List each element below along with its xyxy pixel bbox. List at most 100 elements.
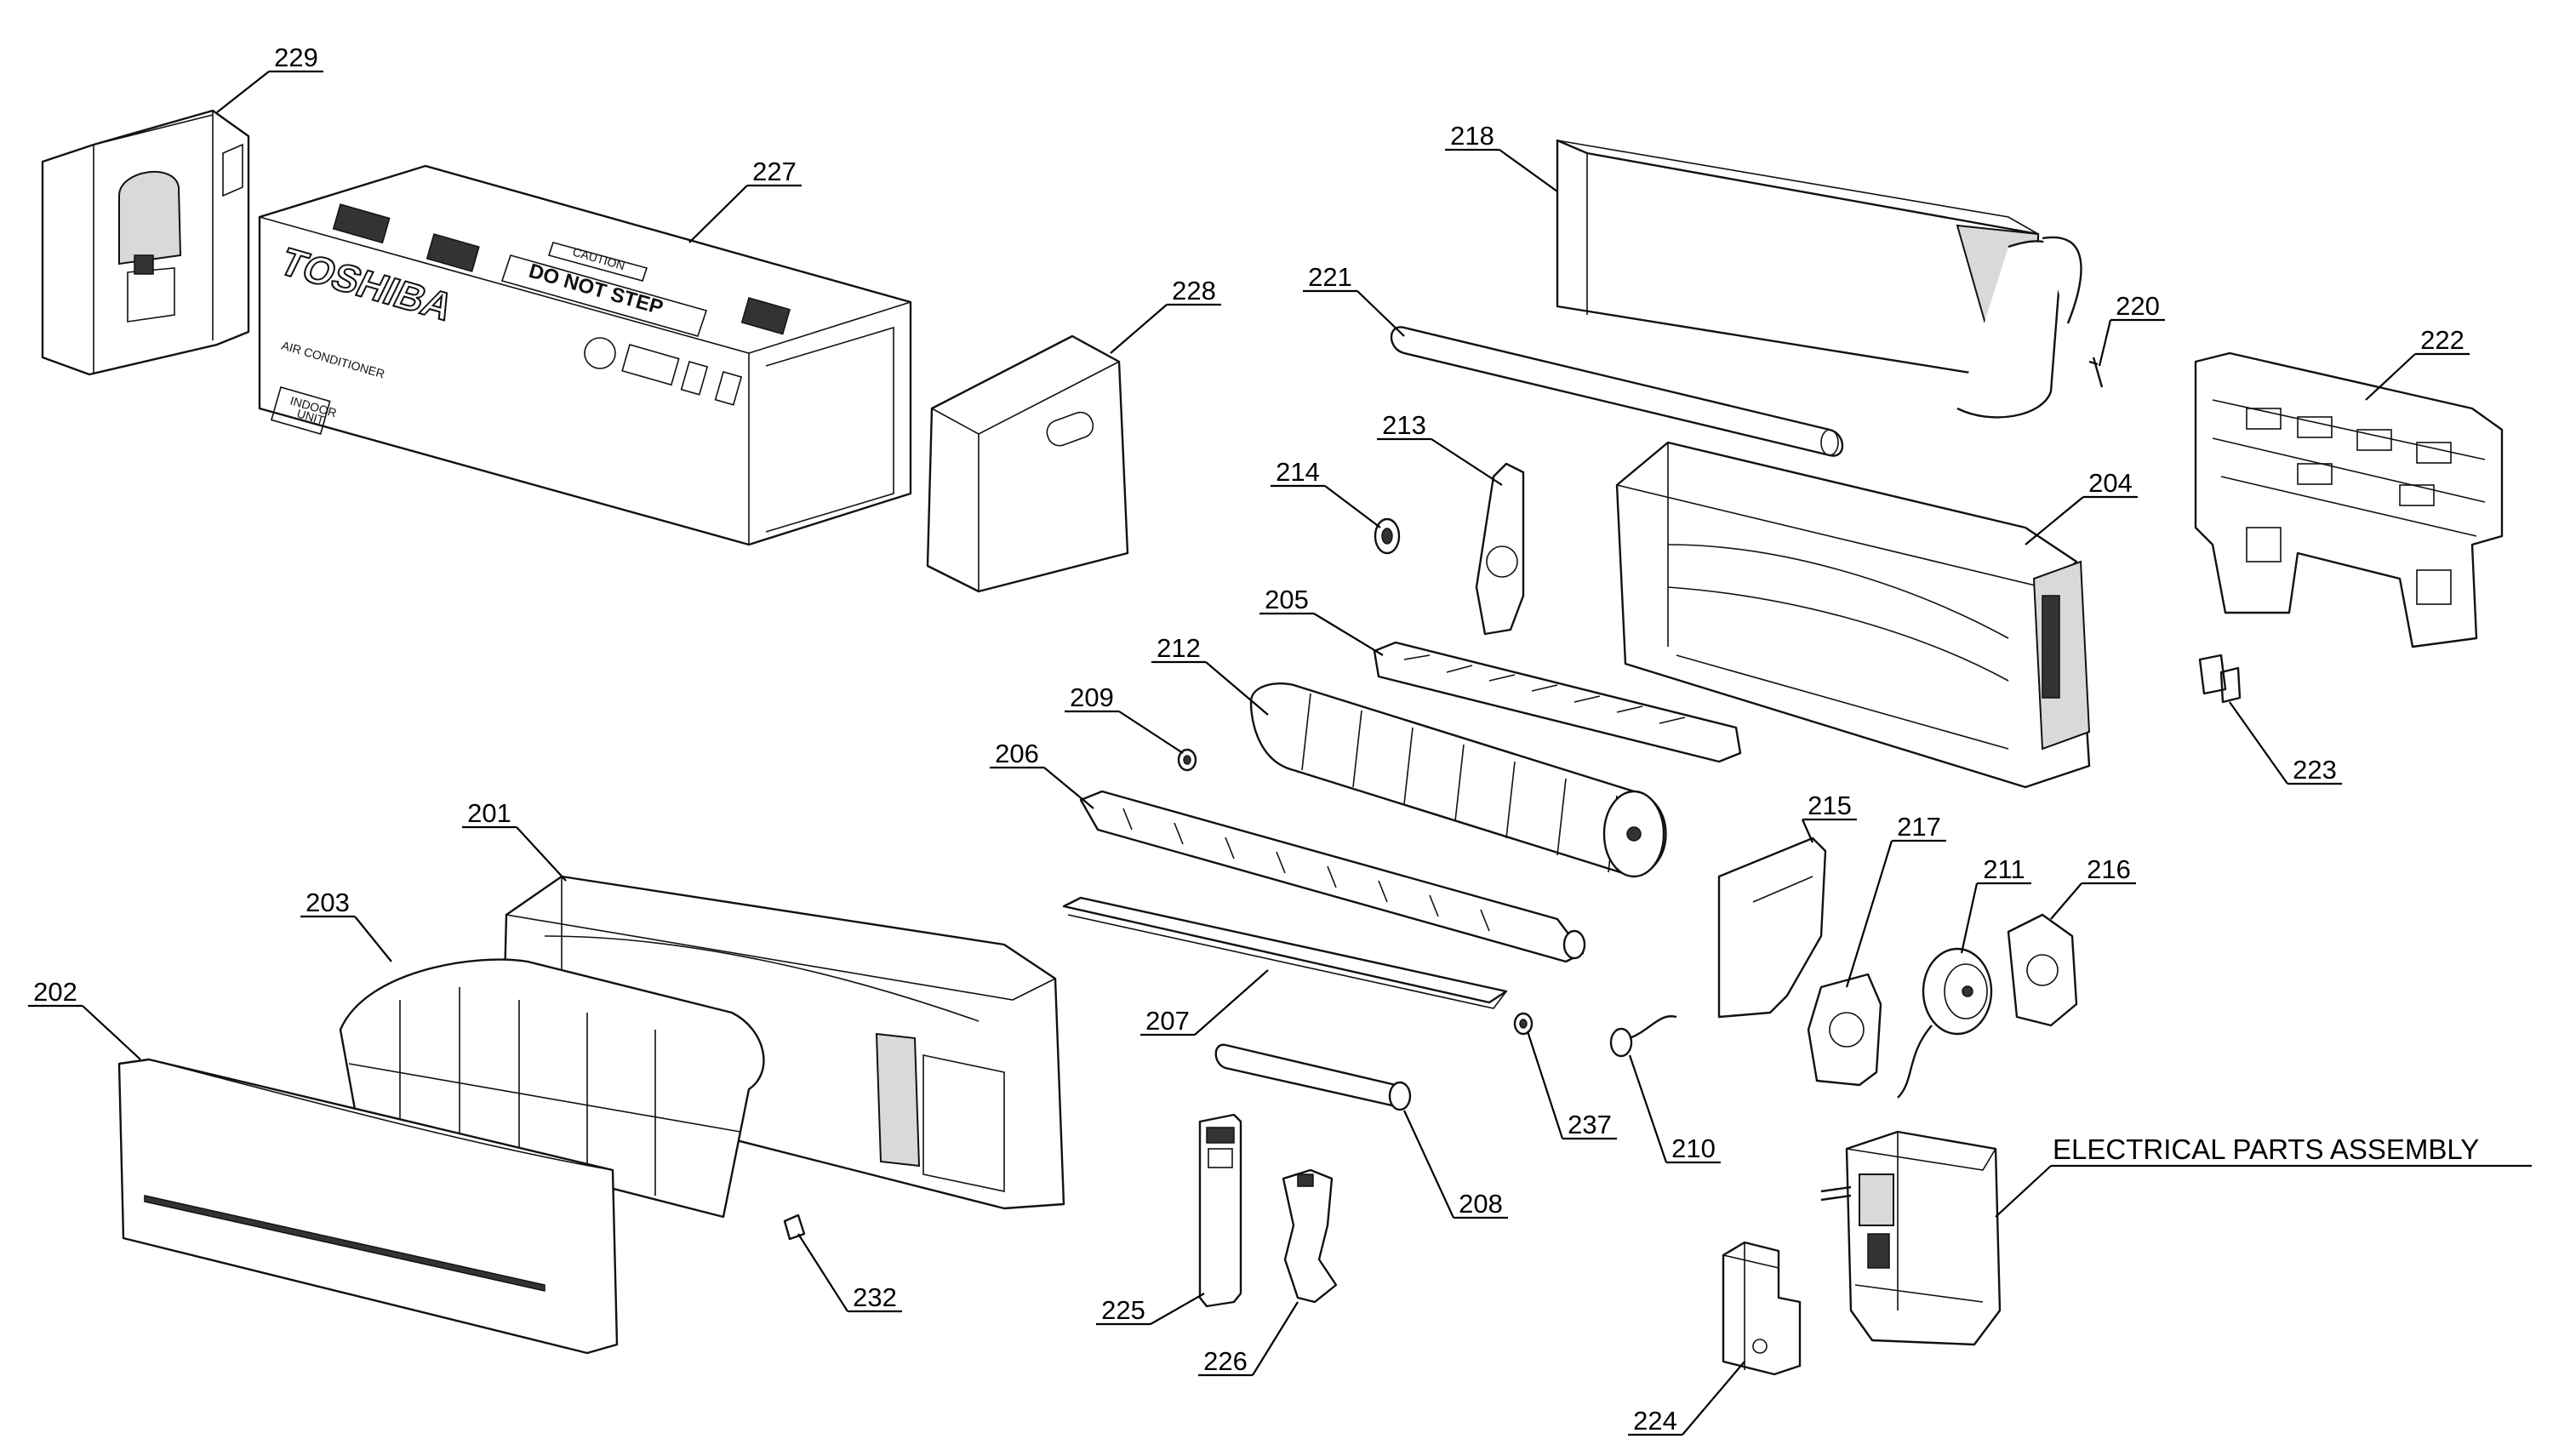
part-number-229: 229	[274, 43, 318, 72]
leader-line	[2098, 319, 2112, 367]
part-number-224: 224	[1633, 1406, 1677, 1436]
leader-line	[1110, 304, 1168, 354]
leader-line	[1628, 1054, 1668, 1163]
callout-210: 210	[1628, 1054, 1721, 1164]
leader-line	[688, 185, 748, 243]
callout-225: 225	[1096, 1293, 1205, 1326]
part-203-air-filter	[339, 958, 765, 1219]
assembly-callout: ELECTRICAL PARTS ASSEMBLY	[1995, 1133, 2532, 1218]
part-number-204: 204	[2088, 468, 2133, 498]
part-number-212: 212	[1157, 633, 1201, 663]
part-226-remote-holder	[1282, 1168, 1338, 1304]
part-206-louver-frame	[1079, 790, 1586, 963]
leader-line	[354, 916, 392, 962]
part-237-holder	[1513, 1012, 1534, 1036]
leader-line	[1356, 290, 1405, 337]
part-number-228: 228	[1172, 276, 1216, 305]
part-number-237: 237	[1568, 1110, 1612, 1139]
part-228-right-end-cap	[926, 334, 1129, 593]
part-221-drain-hose	[1390, 326, 1844, 457]
callout-229: 229	[216, 43, 323, 113]
part-220-pin	[2088, 357, 2104, 388]
part-number-208: 208	[1459, 1189, 1503, 1219]
part-209-screw	[1177, 748, 1197, 772]
callout-221: 221	[1303, 262, 1405, 337]
part-215-cover	[1717, 836, 1827, 1019]
callout-214: 214	[1271, 457, 1381, 528]
electrical-parts-assembly	[1820, 1130, 2002, 1346]
part-number-209: 209	[1070, 682, 1114, 712]
leader-line	[2025, 496, 2084, 545]
part-number-205: 205	[1265, 585, 1309, 614]
part-227-carton-sleeve: TOSHIBA AIR CONDITIONER INDOOR UNIT DO N…	[258, 164, 912, 546]
callout-220: 220	[2098, 291, 2165, 367]
part-number-222: 222	[2420, 325, 2464, 355]
part-number-220: 220	[2116, 291, 2160, 321]
part-212-cross-flow-fan	[1249, 682, 1667, 878]
part-232-clip	[783, 1213, 806, 1241]
leader-line	[1682, 1361, 1745, 1436]
leader-line	[216, 71, 270, 113]
part-number-225: 225	[1101, 1295, 1145, 1325]
leader-line	[1313, 613, 1384, 656]
callout-237: 237	[1526, 1031, 1617, 1140]
part-205-drain-pan	[1373, 641, 1742, 763]
part-218-heat-exchanger	[1556, 139, 2082, 419]
leader-line	[1205, 661, 1269, 716]
leader-line	[1801, 819, 1814, 843]
part-222-mounting-plate	[2194, 351, 2504, 648]
callout-206: 206	[990, 739, 1094, 809]
callout-227: 227	[688, 157, 802, 243]
leader-line	[2365, 353, 2416, 401]
callout-232: 232	[797, 1233, 902, 1313]
leader-line	[1499, 149, 1558, 192]
callout-202: 202	[28, 977, 141, 1060]
part-217-motor-bracket	[1807, 973, 1882, 1087]
leader-line	[1960, 882, 1979, 954]
part-224-terminal-cover	[1722, 1241, 1802, 1376]
part-number-215: 215	[1808, 791, 1852, 820]
part-number-210: 210	[1671, 1133, 1716, 1163]
callout-204: 204	[2025, 468, 2138, 545]
part-number-218: 218	[1450, 121, 1494, 151]
assembly-label: ELECTRICAL PARTS ASSEMBLY	[2053, 1133, 2479, 1165]
part-216-motor-holder	[2007, 913, 2078, 1027]
part-207-flap	[1062, 896, 1508, 1009]
leader-line	[82, 1005, 141, 1060]
part-number-207: 207	[1145, 1006, 1190, 1036]
callout-216: 216	[2050, 854, 2136, 920]
callout-211: 211	[1960, 854, 2031, 954]
assembly-leader	[1995, 1165, 2052, 1218]
part-number-203: 203	[306, 888, 350, 917]
callout-209: 209	[1065, 682, 1184, 754]
callout-217: 217	[1845, 812, 1946, 988]
part-number-216: 216	[2087, 854, 2131, 884]
part-225-remote-control	[1198, 1113, 1242, 1308]
leader-line	[797, 1233, 848, 1312]
leader-line	[1324, 485, 1381, 528]
part-number-221: 221	[1308, 262, 1352, 292]
part-number-202: 202	[33, 977, 77, 1007]
leader-line	[1118, 711, 1184, 754]
callout-228: 228	[1110, 276, 1221, 354]
part-208-pipe-shield	[1214, 1043, 1412, 1111]
leader-line	[1526, 1031, 1564, 1139]
callout-222: 222	[2365, 325, 2470, 401]
callout-218: 218	[1445, 121, 1558, 192]
part-number-214: 214	[1276, 457, 1320, 487]
part-number-226: 226	[1203, 1346, 1248, 1376]
part-214-bearing	[1374, 517, 1401, 555]
part-204-chassis	[1615, 441, 2091, 789]
leader-line	[2229, 701, 2288, 785]
callout-203: 203	[300, 888, 392, 962]
part-number-213: 213	[1382, 410, 1426, 440]
callout-201: 201	[462, 798, 567, 882]
part-number-217: 217	[1897, 812, 1941, 842]
callout-212: 212	[1151, 633, 1269, 716]
part-number-227: 227	[752, 157, 797, 186]
callout-layer: 201 202 203 204 205 206 207 208 209 210 211 212 213 2…	[28, 43, 2532, 1436]
leader-line	[1252, 1301, 1299, 1376]
part-211-fan-motor	[1897, 947, 1993, 1099]
part-number-206: 206	[995, 739, 1039, 768]
